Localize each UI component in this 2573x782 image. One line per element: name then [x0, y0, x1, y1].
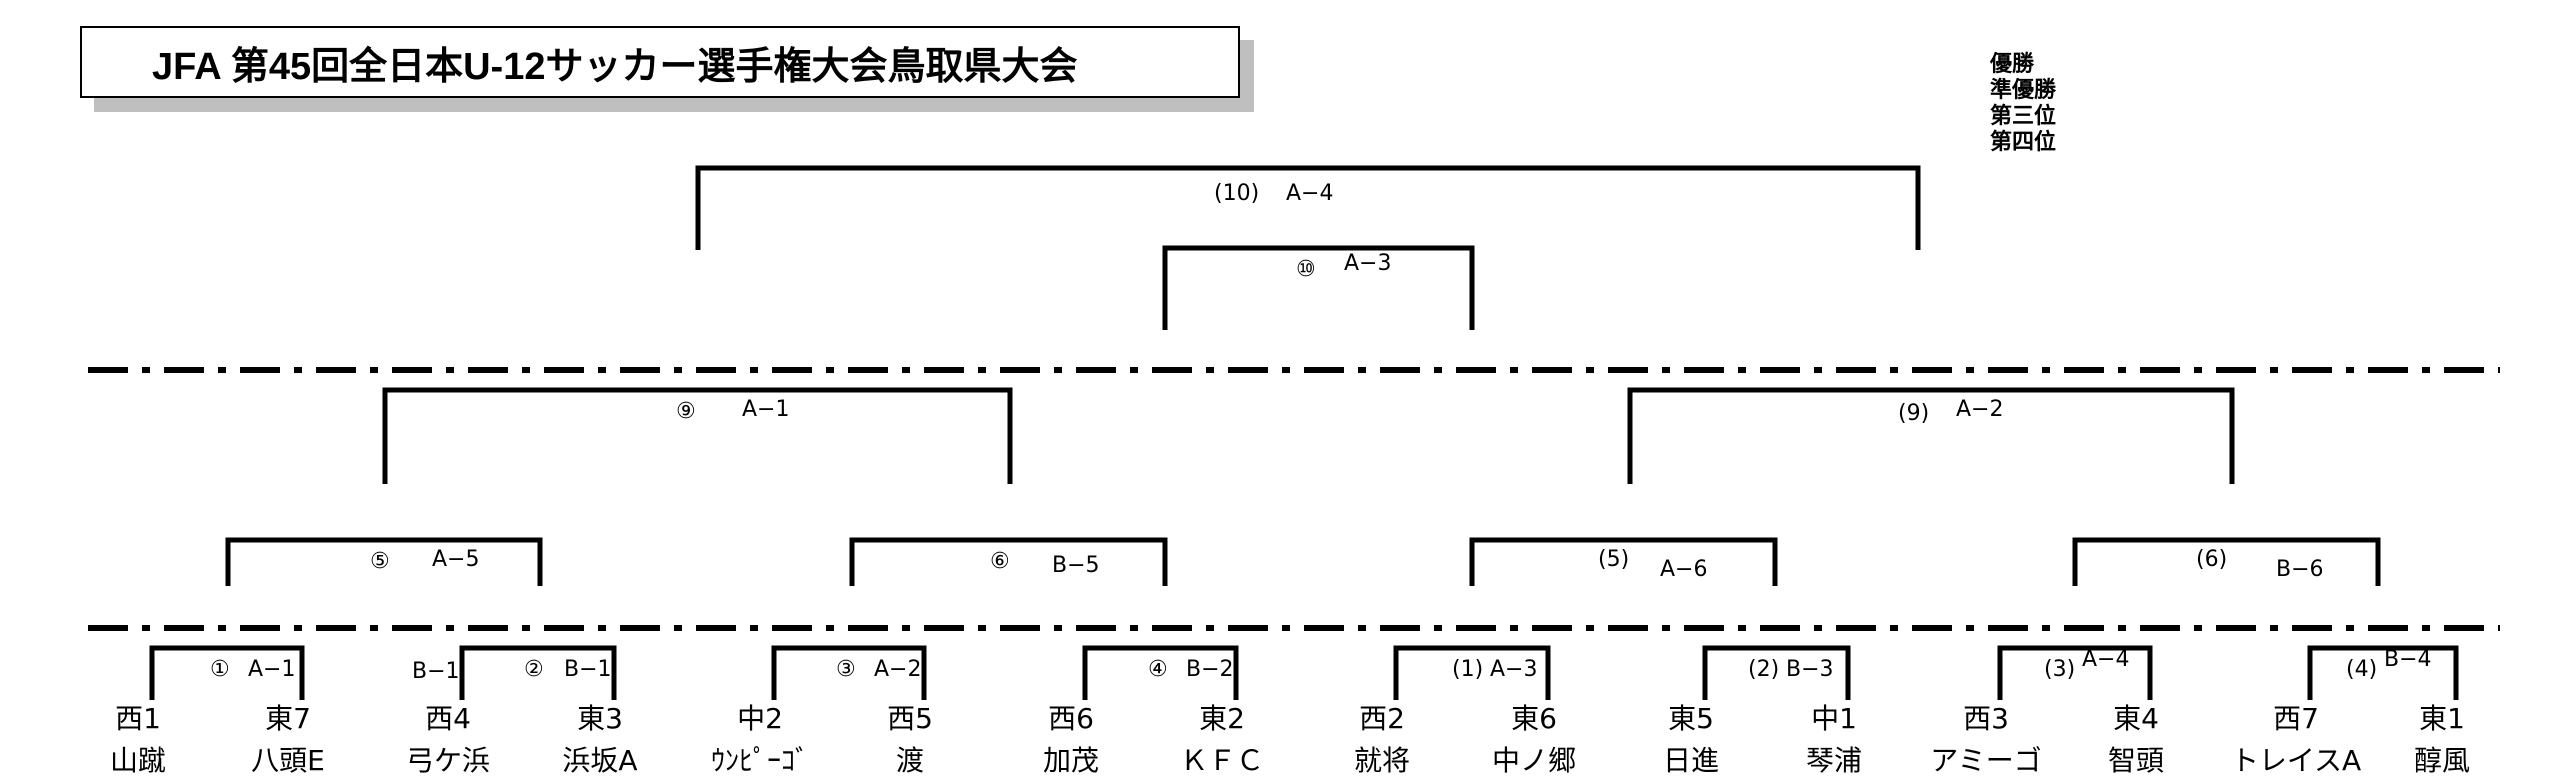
- team-seed: 西5: [887, 702, 933, 735]
- bracket-match-5-left: [225, 537, 543, 586]
- match-9-left-code: A−1: [742, 397, 789, 422]
- team-name: 智頭: [2108, 744, 2164, 777]
- team-seed: 西4: [425, 702, 471, 735]
- bracket-match-4-left: [1082, 645, 1239, 700]
- match-6-right-code: B−6: [2276, 557, 2324, 582]
- match-1-right-code: A−3: [1490, 657, 1537, 682]
- teams-layer: 西1 山蹴 東7 八頭E 西4 弓ケ浜 東3 浜坂A 中2 ｳﾝﾋﾟｰｺﾞ 西5 渡 西6 加茂 東2ＫＦＣ…: [110, 702, 2470, 777]
- team-name: ＫＦＣ: [1180, 744, 1264, 777]
- team-name: 就将: [1354, 744, 1410, 777]
- bracket-match-10-left: [1162, 245, 1475, 330]
- legend-champion: 優勝: [1990, 52, 2035, 77]
- team-seed: 東4: [2113, 702, 2159, 735]
- team-seed: 東6: [1511, 702, 1557, 735]
- match-4-left-code: B−2: [1186, 657, 1234, 682]
- team-name: 醇風: [2414, 744, 2470, 777]
- match-3-right-number: (3): [2044, 657, 2075, 682]
- team-seed: 西3: [1963, 702, 2009, 735]
- match-9-left-number: ⑨: [676, 399, 696, 424]
- bracket-match-4-right: [2307, 645, 2459, 700]
- bracket-match-9-left: [382, 387, 1013, 484]
- team-name: 浜坂A: [562, 744, 637, 777]
- team-name: 弓ケ浜: [406, 744, 490, 777]
- match-4-left-number: ④: [1148, 657, 1168, 682]
- bracket-match-3-right: [1997, 645, 2153, 700]
- bracket-match-1-right: [1393, 645, 1551, 700]
- team-seed: 東3: [577, 702, 623, 735]
- match-4-right-code: B−4: [2384, 647, 2432, 672]
- match-10-left-code: A−3: [1344, 251, 1391, 276]
- match-6-left-code: B−5: [1052, 553, 1100, 578]
- team-seed: 東5: [1668, 702, 1714, 735]
- match-5-left-number: ⑤: [370, 549, 390, 574]
- legend-fourth-place: 第四位: [1990, 130, 2057, 155]
- match-1-right-number: (1): [1452, 657, 1483, 682]
- match-1-left-code: A−1: [248, 657, 295, 682]
- team-name: ｳﾝﾋﾟｰｺﾞ: [711, 744, 809, 777]
- match-10-right-number: (10): [1214, 181, 1259, 206]
- bracket-match-6-left: [849, 537, 1168, 586]
- team-seed: 西6: [1048, 702, 1094, 735]
- match-2-left-number: ②: [524, 657, 544, 682]
- match-5-right-number: (5): [1598, 547, 1629, 572]
- match-2-right-number: (2): [1748, 657, 1779, 682]
- team-name: 渡: [896, 744, 924, 777]
- legend-runner-up: 準優勝: [1990, 78, 2057, 103]
- match-9-right-code: A−2: [1956, 397, 2003, 422]
- team-seed: 中2: [737, 702, 783, 735]
- bracket-match-10-right: [695, 165, 1921, 250]
- team-name: 加茂: [1043, 744, 1099, 777]
- team-name: 琴浦: [1806, 744, 1862, 777]
- team-seed: 中1: [1811, 702, 1857, 735]
- team-seed: 西2: [1359, 702, 1405, 735]
- bracket-match-2-right: [1702, 645, 1851, 700]
- bracket-match-2-left: [459, 645, 617, 700]
- team-seed: 西7: [2273, 702, 2319, 735]
- team-name: アミーゴ: [1930, 744, 2041, 777]
- team-name: トレイスA: [2231, 744, 2361, 777]
- match-3-right-code: A−4: [2082, 647, 2129, 672]
- team-seed: 東1: [2419, 702, 2465, 735]
- match-2-left-pre: B−1: [412, 659, 460, 684]
- match-2-left-code: B−1: [564, 657, 612, 682]
- tournament-title: JFA 第45回全日本U-12サッカー選手権大会鳥取県大会: [80, 26, 1240, 98]
- match-4-right-number: (4): [2346, 657, 2377, 682]
- match-3-left-number: ③: [836, 657, 856, 682]
- match-2-right-code: B−3: [1786, 657, 1834, 682]
- tournament-title-text: JFA 第45回全日本U-12サッカー選手権大会鳥取県大会: [152, 45, 1078, 88]
- team-name: 八頭E: [251, 744, 325, 777]
- match-5-left-code: A−5: [432, 547, 479, 572]
- team-seed: 西1: [115, 702, 161, 735]
- match-10-left-number: ⑩: [1296, 257, 1316, 282]
- bracket-match-1-left: [149, 645, 305, 700]
- match-3-left-code: A−2: [874, 657, 921, 682]
- team-seed: 東2: [1199, 702, 1245, 735]
- bracket-match-6-right: [2072, 537, 2381, 586]
- bracket-match-3-left: [771, 645, 927, 700]
- bracket-match-9-right: [1627, 387, 2235, 484]
- bracket-match-5-right: [1469, 537, 1778, 586]
- match-9-right-number: (9): [1898, 401, 1929, 426]
- match-5-right-code: A−6: [1660, 557, 1707, 582]
- legend-third-place: 第三位: [1990, 104, 2057, 129]
- match-10-right-code: A−4: [1286, 181, 1333, 206]
- match-1-left-number: ①: [210, 657, 230, 682]
- match-6-right-number: (6): [2196, 547, 2227, 572]
- team-name: 山蹴: [110, 744, 166, 777]
- team-seed: 東7: [265, 702, 311, 735]
- match-6-left-number: ⑥: [990, 549, 1010, 574]
- team-name: 中ノ郷: [1492, 744, 1576, 777]
- team-name: 日進: [1663, 744, 1719, 777]
